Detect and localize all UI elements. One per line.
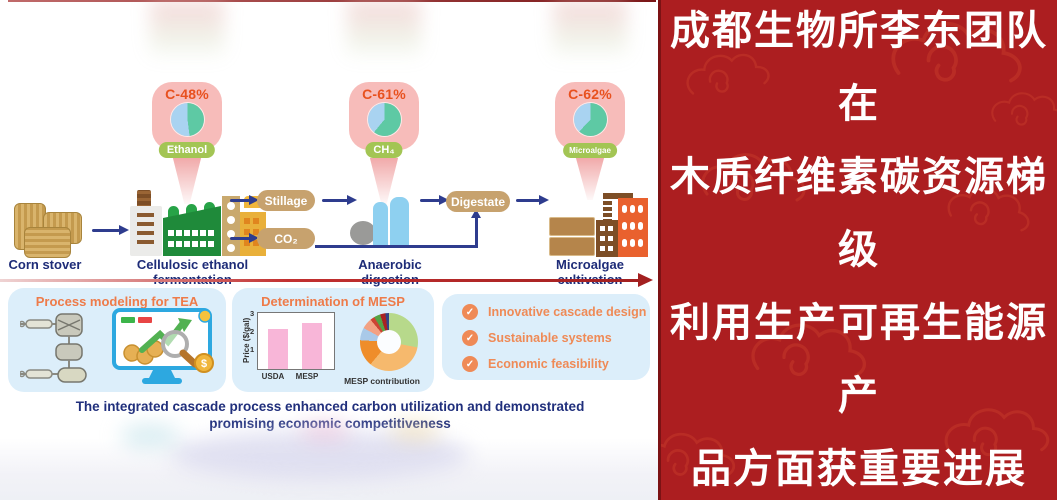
- carbon-balloon-ethanol: C-48% Ethanol: [152, 82, 222, 204]
- digestate-capsule: Digestate: [446, 191, 510, 212]
- balloon-bubble: C-48% Ethanol: [152, 82, 222, 158]
- caption-line-1: The integrated cascade process enhanced …: [75, 399, 585, 414]
- monitor-icon: $: [112, 308, 214, 384]
- step-label-digestion: Anaerobic digestion: [358, 257, 422, 287]
- carbon-percent-label: C-62%: [568, 86, 612, 102]
- process-figure: C-48% Ethanol C-61% CH₄ C-62% Microalgae: [0, 0, 658, 500]
- check-icon: ✓: [462, 356, 478, 372]
- highlight-label: Innovative cascade design: [488, 305, 647, 319]
- digestate-arrow: [420, 195, 449, 205]
- highlights-panel: ✓ Innovative cascade design ✓ Sustainabl…: [442, 294, 650, 380]
- xtick-mesp: MESP: [295, 372, 319, 381]
- ytick: 1: [250, 345, 255, 354]
- highlight-label: Sustainable systems: [488, 331, 612, 345]
- headline-line-3: 利用生产可再生能源产: [670, 300, 1048, 418]
- recycle-arrowhead: [471, 209, 481, 218]
- stillage-capsule: Stillage: [257, 190, 315, 211]
- product-badge: CH₄: [365, 142, 403, 158]
- carbon-percent-label: C-48%: [165, 86, 209, 102]
- carbon-pie-chart: [170, 103, 204, 136]
- xtick-usda: USDA: [261, 372, 285, 381]
- mesp-donut: [360, 313, 418, 371]
- product-badge: Ethanol: [158, 142, 216, 158]
- tea-panel: Process modeling for TEA: [8, 288, 226, 392]
- carbon-pie-chart: [573, 103, 607, 136]
- recycle-pipe: [475, 216, 478, 247]
- flow-arrow: [322, 195, 357, 205]
- flowsheet-icon: [20, 313, 87, 383]
- ytick: 3: [250, 309, 255, 318]
- check-icon: ✓: [462, 330, 478, 346]
- bar-chart-ylabel: Price ($/gal): [242, 317, 251, 363]
- carbon-balloon-methane: C-61% CH₄: [349, 82, 419, 204]
- highlight-item: ✓ Innovative cascade design: [462, 304, 646, 320]
- balloon-bubble: C-62% Microalgae: [555, 82, 625, 158]
- step-label-fermentation: Cellulosic ethanol fermentation: [136, 257, 249, 287]
- bar-usda: [268, 328, 288, 369]
- bar-mesp: [302, 323, 322, 369]
- tea-panel-title: Process modeling for TEA: [35, 294, 199, 309]
- bottom-blur: [0, 422, 658, 500]
- headline-line-2: 木质纤维素碳资源梯级: [670, 154, 1048, 272]
- step-label-microalgae: Microalgae cultivation: [556, 257, 624, 287]
- carbon-pie-chart: [367, 103, 401, 136]
- co2-arrow: [230, 233, 259, 243]
- ytick: 2: [250, 327, 255, 336]
- headline-line-4: 品方面获重要进展: [691, 446, 1027, 491]
- flow-arrow: [92, 225, 129, 235]
- check-icon: ✓: [462, 304, 478, 320]
- svg-text:$: $: [201, 358, 207, 370]
- highlight-item: ✓ Sustainable systems: [462, 330, 612, 346]
- timeline-arrow: [0, 279, 640, 282]
- highlight-label: Economic feasibility: [488, 357, 609, 371]
- step-label-corn-stover: Corn stover: [8, 257, 82, 272]
- product-badge: Microalgae: [563, 143, 617, 158]
- bar-chart-plot: 3 2 1: [250, 309, 335, 370]
- balloon-beam: [172, 158, 202, 204]
- mesp-bar-chart: Price ($/gal) 3 2 1 USDA MESP: [242, 309, 352, 388]
- headline-line-1: 成都生物所李东团队在: [670, 8, 1048, 126]
- blur-smudge: [553, 0, 627, 60]
- flow-arrow: [516, 195, 549, 205]
- stillage-arrow: [230, 195, 259, 205]
- balloon-bubble: C-61% CH₄: [349, 82, 419, 158]
- co2-capsule: CO₂: [257, 228, 315, 249]
- carbon-percent-label: C-61%: [362, 86, 406, 102]
- mesp-panel-title: Determination of MESP: [261, 294, 405, 309]
- carbon-balloon-microalgae: C-62% Microalgae: [555, 82, 625, 200]
- timeline-arrowhead: [638, 273, 653, 287]
- mesp-panel: Determination of MESP Price ($/gal) 3 2 …: [232, 288, 434, 392]
- headline: 成都生物所李东团队在 木质纤维素碳资源梯级 利用生产可再生能源产 品方面获重要进…: [661, 0, 1057, 500]
- news-panel: 成都生物所李东团队在 木质纤维素碳资源梯级 利用生产可再生能源产 品方面获重要进…: [658, 0, 1057, 500]
- blur-smudge: [347, 0, 421, 60]
- top-divider: [8, 0, 656, 2]
- highlight-item: ✓ Economic feasibility: [462, 356, 609, 372]
- donut-label: MESP contribution: [344, 376, 420, 386]
- recycle-pipe: [315, 245, 478, 248]
- blur-smudge: [150, 0, 224, 60]
